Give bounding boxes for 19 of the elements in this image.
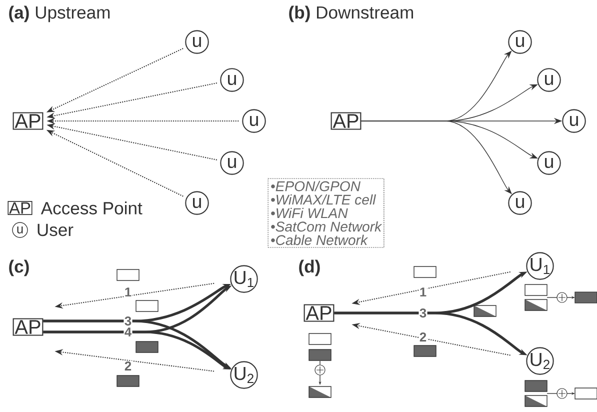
technology-list-box: •EPON/GPON •WiMAX/LTE cell •WiFi WLAN •SatCom Network •Cable Network (268, 178, 384, 248)
panel-label: (c) (9, 260, 29, 276)
access-point-box: AP (330, 112, 362, 130)
panel-label: (a) Upstream (9, 6, 110, 22)
access-point-box: AP (304, 304, 334, 322)
panel-label: (d) (299, 260, 320, 276)
edge-label: 3 (124, 316, 132, 326)
access-point-box: AP (8, 201, 32, 215)
legend-text: User (38, 224, 74, 236)
edge-label: 2 (418, 332, 428, 342)
access-point-box: AP (12, 318, 44, 336)
edge-label: 2 (124, 360, 132, 372)
edge-label: 4 (124, 326, 132, 338)
access-point-box: AP (12, 112, 44, 130)
edge-label: 3 (418, 308, 428, 318)
legend-text: Access Point (40, 202, 142, 214)
panel-label: (b) Downstream (289, 6, 413, 22)
edge-label: 1 (124, 286, 132, 298)
edge-label: 1 (418, 286, 428, 298)
